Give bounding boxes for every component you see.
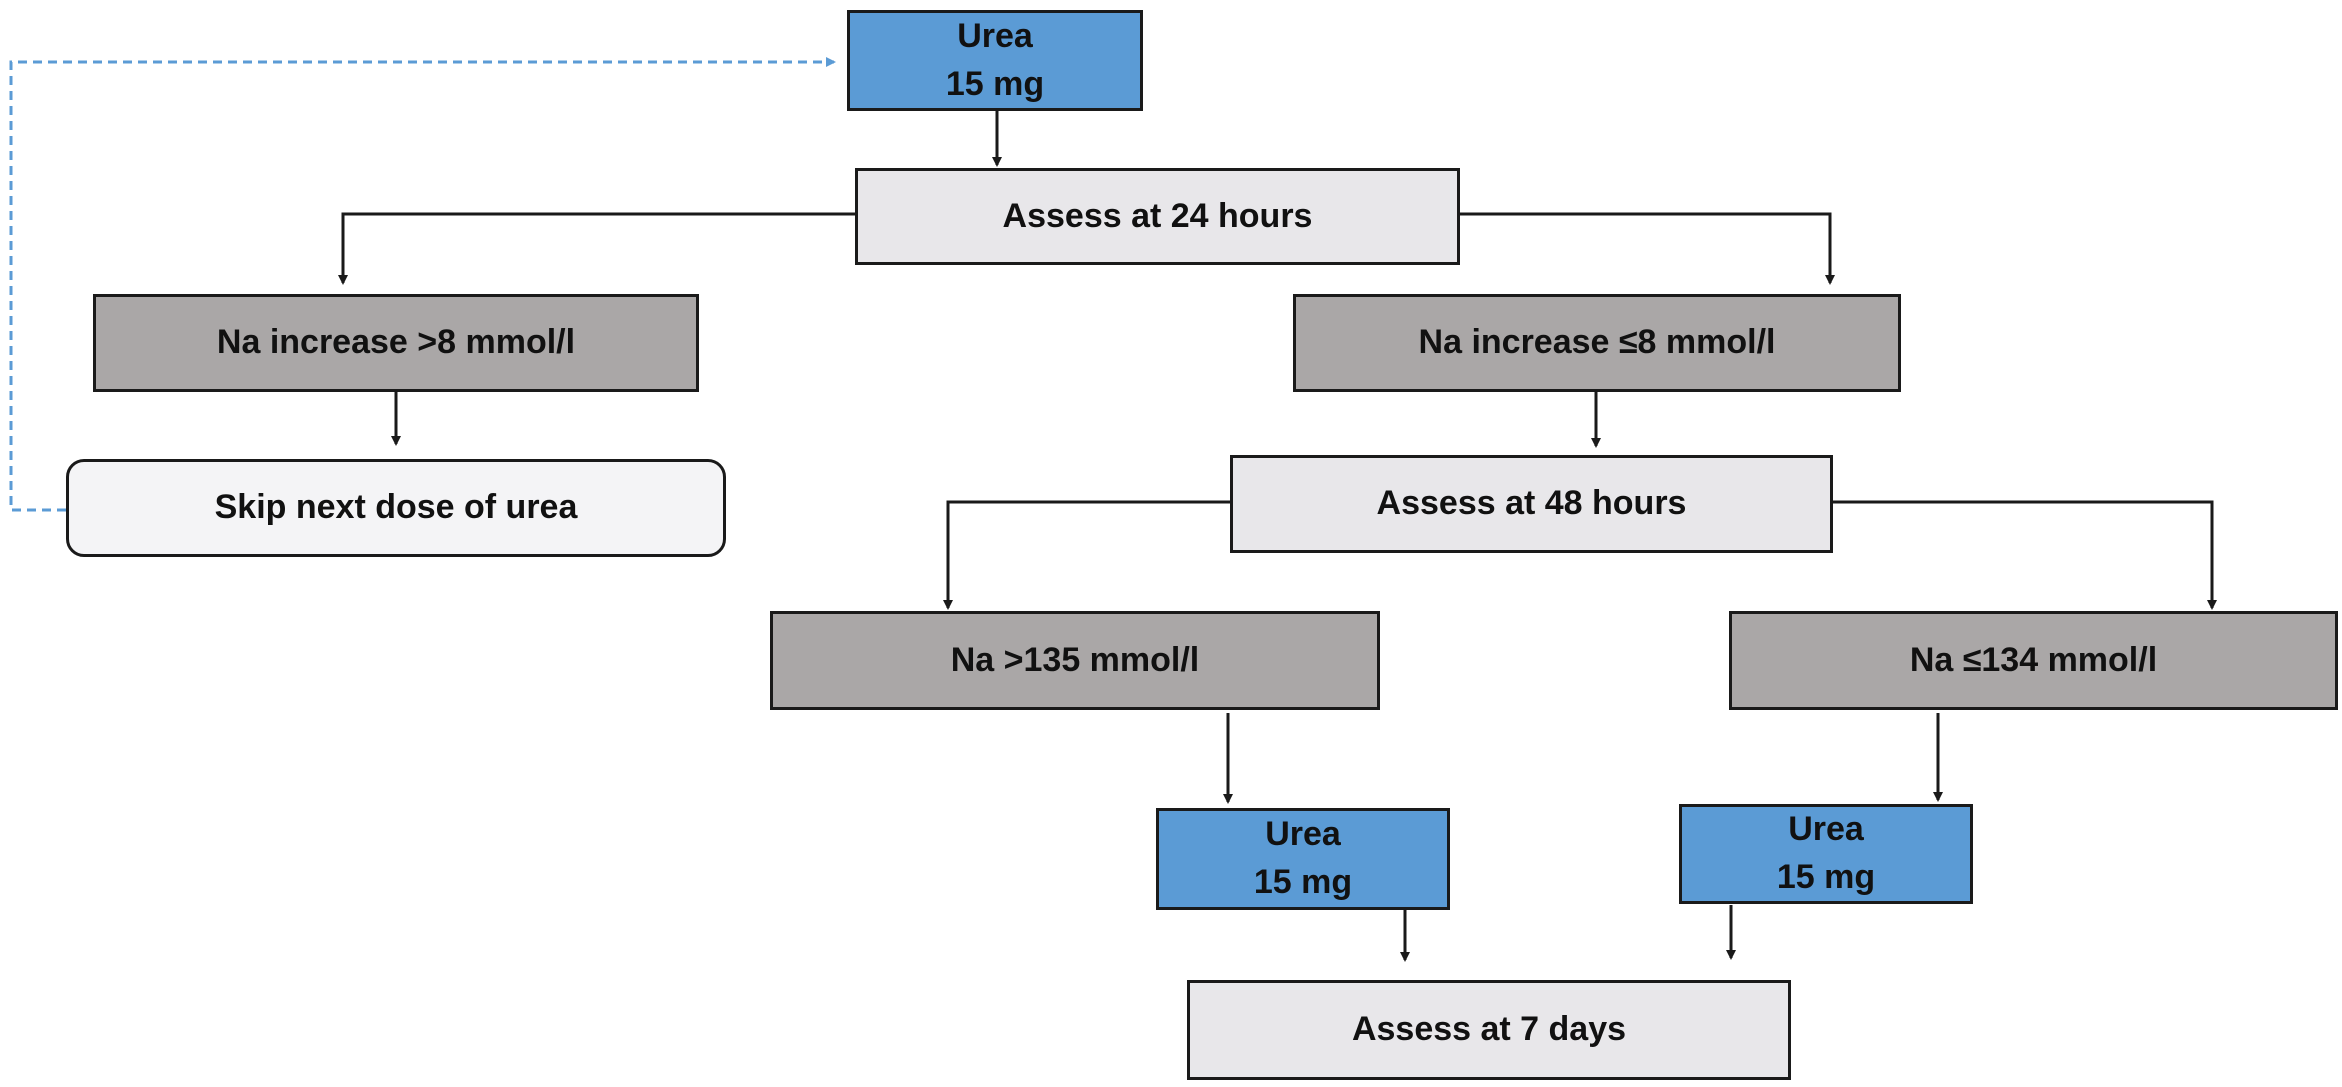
arrow-assess48-to-gt135 [943,500,1230,610]
arrow-assess48-to-le134 [1833,500,2217,610]
urea-left-box: Urea 15 mg [1156,808,1450,910]
skip-dose-label: Skip next dose of urea [214,488,578,527]
urea-left-dose: 15 mg [1253,863,1353,901]
na-gt135-label: Na >135 mmol/l [950,640,1200,679]
loop-arrow-skip-to-urea [9,57,836,512]
assess-24h-label: Assess at 24 hours [1002,196,1313,235]
urea-right-dose: 15 mg [1776,858,1876,896]
assess-7d-box: Assess at 7 days [1187,980,1791,1080]
skip-dose-box: Skip next dose of urea [66,459,726,557]
na-increase-gt8-label: Na increase >8 mmol/l [216,323,576,362]
arrow-assess24-to-le8 [1460,212,1835,285]
assess-48h-label: Assess at 48 hours [1376,484,1687,523]
arrow-assess24-to-gt8 [338,212,855,285]
urea-start-label: Urea [957,16,1033,55]
urea-start-dose: 15 mg [945,64,1045,103]
assess-7d-label: Assess at 7 days [1351,1010,1627,1049]
assess-48h-box: Assess at 48 hours [1230,455,1833,553]
urea-right-box: Urea 15 mg [1679,804,1973,904]
na-increase-le8-box: Na increase ≤8 mmol/l [1293,294,1901,392]
na-le134-box: Na ≤134 mmol/l [1729,611,2338,710]
assess-24h-box: Assess at 24 hours [855,168,1460,265]
na-gt135-box: Na >135 mmol/l [770,611,1380,710]
urea-start-box: Urea 15 mg [847,10,1143,111]
urea-left-label: Urea [1265,815,1341,854]
na-increase-gt8-box: Na increase >8 mmol/l [93,294,699,392]
urea-right-label: Urea [1788,810,1864,849]
na-increase-le8-label: Na increase ≤8 mmol/l [1418,323,1776,362]
na-le134-label: Na ≤134 mmol/l [1909,640,2158,679]
